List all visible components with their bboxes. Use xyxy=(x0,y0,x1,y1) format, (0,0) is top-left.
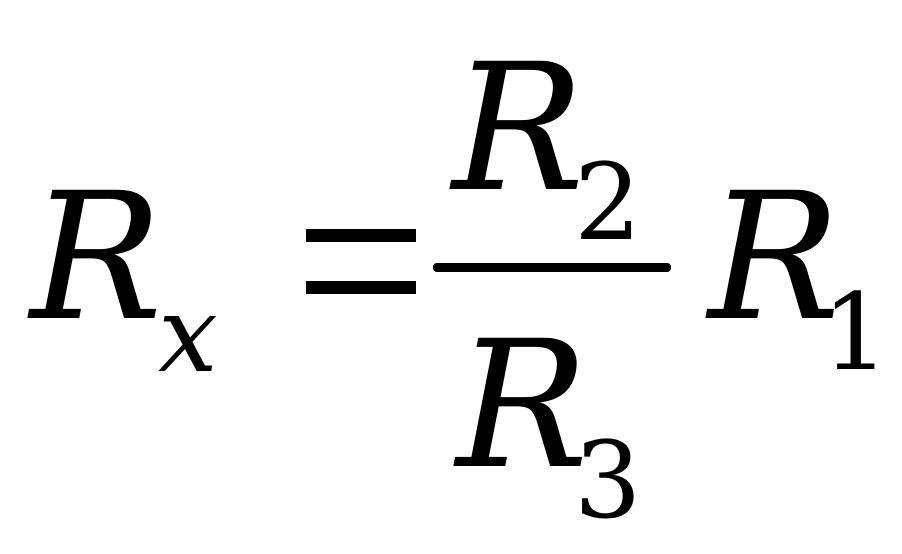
equals-bottom-bar xyxy=(306,281,416,294)
fraction-bar xyxy=(433,263,671,272)
numerator-subscript: 2 xyxy=(574,141,642,264)
numerator-variable-r: R xyxy=(452,26,585,231)
multiplier-subscript: 1 xyxy=(822,271,890,394)
equals-top-bar xyxy=(306,229,416,242)
multiplier-variable-r: R xyxy=(708,155,841,360)
denominator-subscript: 3 xyxy=(574,419,642,542)
denominator-variable-r: R xyxy=(456,303,589,508)
lhs-subscript-x: x xyxy=(158,273,218,396)
lhs-variable-r: R xyxy=(30,155,163,360)
